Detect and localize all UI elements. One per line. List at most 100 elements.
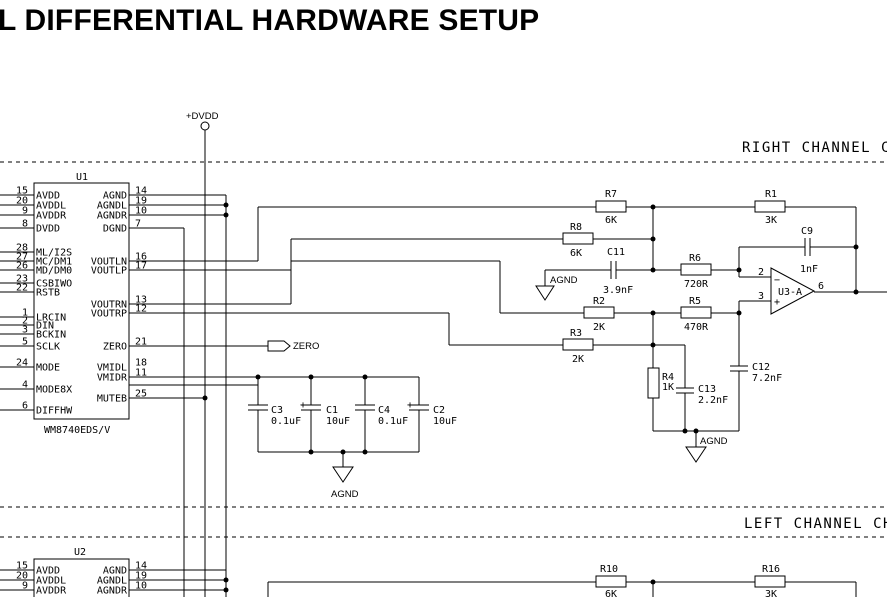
r5-resistor bbox=[680, 306, 712, 319]
c4-ref: C4 bbox=[378, 405, 390, 416]
agnd-label-c11: AGND bbox=[550, 275, 578, 286]
c11-ref: C11 bbox=[607, 247, 625, 258]
c3-ref: C3 bbox=[271, 405, 283, 416]
opamp-minus: − bbox=[774, 275, 780, 286]
u1-pin-name: MODE bbox=[36, 363, 60, 374]
u1-body bbox=[33, 182, 130, 420]
r3-resistor bbox=[562, 338, 594, 351]
agnd-label-caps: AGND bbox=[331, 489, 359, 500]
c1-value: 10uF bbox=[326, 416, 350, 427]
u1-part: WM8740EDS/V bbox=[44, 425, 110, 436]
u1-pin-number: 28 bbox=[16, 243, 28, 254]
u1-pin-number: 21 bbox=[135, 337, 147, 348]
junction bbox=[736, 310, 742, 316]
c12-value: 7.2nF bbox=[752, 373, 782, 384]
u1-pin-name: MODE8X bbox=[36, 385, 72, 396]
r4-ref: R4 bbox=[662, 372, 674, 383]
r8-resistor bbox=[562, 232, 594, 245]
u1-pin-number: 13 bbox=[135, 295, 147, 306]
u2-pin-name: AVDDL bbox=[36, 576, 66, 587]
left-channel-label: LEFT CHANNEL CH bbox=[744, 516, 887, 532]
junction bbox=[736, 267, 742, 273]
u2-pin-number: 14 bbox=[135, 561, 147, 572]
u2-pin-number: 10 bbox=[135, 581, 147, 592]
r10-resistor bbox=[595, 575, 627, 588]
zero-offpage-connector bbox=[267, 340, 291, 352]
dvdd-label: +DVDD bbox=[186, 111, 219, 122]
c1-ref: C1 bbox=[326, 405, 338, 416]
u1-pin-number: 20 bbox=[16, 196, 28, 207]
r16-resistor bbox=[754, 575, 786, 588]
u1-pin-name: VOUTLN bbox=[91, 257, 127, 268]
u1-pin-name: MC/DM1 bbox=[36, 257, 72, 268]
u2-pin-number: 9 bbox=[22, 581, 28, 592]
opamp-ref: U3-A bbox=[778, 287, 802, 298]
u1-pin-name: DGND bbox=[103, 224, 127, 235]
u1-pin-number: 7 bbox=[135, 219, 141, 230]
u1-pin-number: 23 bbox=[16, 274, 28, 285]
r3-ref: R3 bbox=[570, 328, 582, 339]
u1-pin-number: 27 bbox=[16, 252, 28, 263]
u2-body bbox=[33, 558, 130, 597]
r2-value: 2K bbox=[593, 322, 605, 333]
r5-ref: R5 bbox=[689, 296, 701, 307]
u2-pin-number: 19 bbox=[135, 571, 147, 582]
u1-pin-name: DVDD bbox=[36, 224, 60, 235]
c12-ref: C12 bbox=[752, 362, 770, 373]
u1-pin-number: 17 bbox=[135, 261, 147, 272]
u1-pin-name: AVDD bbox=[36, 191, 60, 202]
r1-value: 3K bbox=[765, 215, 777, 226]
u2-pin-number: 15 bbox=[16, 561, 28, 572]
r7-resistor bbox=[595, 200, 627, 213]
u1-pin-number: 15 bbox=[16, 186, 28, 197]
u1-pin-name: MUTEB bbox=[97, 394, 127, 405]
u1-pin-name: DIFFHW bbox=[36, 406, 73, 417]
r1-ref: R1 bbox=[765, 189, 777, 200]
r2-ref: R2 bbox=[593, 296, 605, 307]
u1-pin-number: 4 bbox=[22, 380, 28, 391]
u1-pin-name: ML/I2S bbox=[36, 248, 72, 259]
agnd-label-filter: AGND bbox=[700, 436, 728, 447]
junction bbox=[223, 212, 229, 218]
r8-ref: R8 bbox=[570, 222, 582, 233]
u1-pin-name: AGNDR bbox=[97, 211, 128, 222]
u1-pin-name: VOUTRN bbox=[91, 300, 127, 311]
u1-pin-number: 11 bbox=[135, 368, 147, 379]
opamp-pin3: 3 bbox=[758, 291, 764, 302]
c13-ref: C13 bbox=[698, 384, 716, 395]
u1-pin-number: 19 bbox=[135, 196, 147, 207]
u1-pin-number: 16 bbox=[135, 252, 147, 263]
junction bbox=[682, 428, 688, 434]
junction bbox=[650, 236, 656, 242]
r7-value: 6K bbox=[605, 215, 617, 226]
r16-value: 3K bbox=[765, 589, 777, 597]
r3-value: 2K bbox=[572, 354, 584, 365]
dvdd-terminal bbox=[200, 121, 210, 131]
u1-pin-number: 10 bbox=[135, 206, 147, 217]
right-channel-label: RIGHT CHANNEL C bbox=[742, 140, 887, 156]
opamp-u3a bbox=[770, 267, 816, 315]
junction bbox=[650, 342, 656, 348]
c9-ref: C9 bbox=[801, 226, 813, 237]
agnd-ground-symbol bbox=[535, 285, 555, 301]
u1-pin-name: RSTB bbox=[36, 288, 60, 299]
u1-pin-name: CSBIWO bbox=[36, 279, 72, 290]
u1-pin-name: SCLK bbox=[36, 342, 60, 353]
u1-pin-name: VMIDR bbox=[97, 373, 128, 384]
u1-pin-number: 14 bbox=[135, 186, 147, 197]
junction bbox=[223, 202, 229, 208]
junction bbox=[853, 244, 859, 250]
u2-pin-name: AVDD bbox=[36, 566, 60, 577]
c13-value: 2.2nF bbox=[698, 395, 728, 406]
u1-pin-number: 2 bbox=[22, 316, 28, 327]
u1-pin-number: 24 bbox=[16, 358, 28, 369]
junction bbox=[223, 577, 229, 583]
u1-pin-number: 6 bbox=[22, 401, 28, 412]
r16-ref: R16 bbox=[762, 564, 780, 575]
u1-pin-name: DIN bbox=[36, 321, 54, 332]
